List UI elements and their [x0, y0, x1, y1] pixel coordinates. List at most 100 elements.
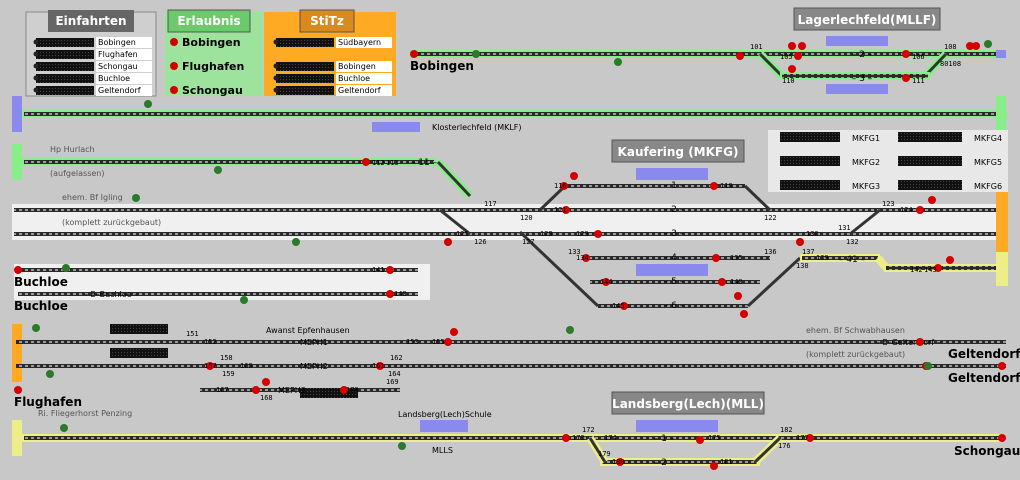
place-bobingen: Bobingen — [410, 59, 474, 73]
station-landsberg-title: Landsberg(Lech)(MLL) — [612, 397, 764, 411]
label-meph2[interactable]: MEPH2 — [300, 362, 328, 371]
label-168: 168 — [260, 394, 273, 402]
mkfg1[interactable]: MKFG1 — [852, 134, 880, 143]
place-schwabhausen: ehem. Bf Schwabhausen — [806, 326, 905, 335]
panel-stitz-title: StiTz — [310, 14, 344, 28]
erlaubnis-lamp-icon — [170, 38, 178, 46]
mkfg6[interactable]: MKFG6 — [974, 182, 1002, 191]
number-labels: 116 118 117 120 121 122 123 124 125 126 … — [186, 182, 937, 466]
label-139: 139 — [816, 254, 829, 262]
label-153: 153 — [406, 338, 419, 346]
track-klosterlechfeld[interactable]: Klosterlechfeld (MKLF) — [12, 96, 1007, 132]
label-176: 176 — [778, 442, 791, 450]
label-122: 122 — [764, 214, 777, 222]
track-epfenhausen[interactable]: Awanst Epfenhausen MEPH1 MEPH2 MEPH3 ehe… — [12, 324, 1020, 418]
label-159: 159 — [222, 370, 235, 378]
erlaubnis-bobingen[interactable]: Bobingen — [182, 36, 241, 49]
einfahrt-geltendorf[interactable]: Geltendorf — [98, 86, 141, 95]
place-aufgelassen: (aufgelassen) — [50, 169, 104, 178]
stitz-bobingen[interactable]: Bobingen — [338, 62, 376, 71]
label-157: 157 — [204, 362, 217, 370]
label-meph1[interactable]: MEPH1 — [300, 338, 328, 347]
stitz-buchloe[interactable]: Buchloe — [338, 74, 370, 83]
place-buchloe-1: Buchloe — [14, 275, 68, 289]
label-101: 101 — [750, 43, 763, 51]
track-k3: – 3 – — [664, 229, 685, 239]
track-41[interactable]: – 41 – — [800, 252, 1008, 286]
track-schongau[interactable]: Schongau — [12, 420, 1020, 466]
label-169: 169 — [386, 378, 399, 386]
label-135: 135 — [730, 254, 743, 262]
mkfg5[interactable]: MKFG5 — [974, 158, 1002, 167]
track-hurlach[interactable]: Hp Hurlach (aufgelassen) – 11 – 112 113 — [12, 144, 473, 199]
track-lf-3: – 3 – — [852, 74, 873, 84]
label-134: 134 — [576, 254, 589, 262]
label-173: 173 — [572, 434, 585, 442]
panel-erlaubnis-title: Erlaubnis — [177, 14, 240, 28]
einfahrt-buchloe[interactable]: Buchloe — [98, 74, 130, 83]
label-180: 180 — [612, 458, 625, 466]
place-geltendorf-1: Geltendorf — [948, 347, 1020, 361]
track-k2: – 2 – — [664, 205, 685, 215]
label-106: 106 — [912, 53, 925, 61]
label-112: 112 — [372, 159, 385, 167]
label-121: 121 — [554, 206, 567, 214]
label-128: 128 — [540, 230, 553, 238]
erlaubnis-schongau[interactable]: Schongau — [182, 84, 243, 97]
label-123: 123 — [882, 200, 895, 208]
panel-stitz: StiTz Südbayern Bobingen Buchloe Geltend… — [264, 9, 396, 96]
label-138: 138 — [796, 262, 809, 270]
place-awanst: Awanst Epfenhausen — [266, 326, 350, 335]
track-k6: – 6 – — [664, 301, 685, 311]
panel-mkfg: MKFG1 MKFG2 MKFG3 MKFG4 MKFG5 MKFG6 — [768, 130, 1008, 192]
place-klosterlechfeld: Klosterlechfeld (MKLF) — [432, 123, 522, 132]
label-161: 161 — [372, 362, 385, 370]
track-igling[interactable]: ehem. Bf Igling (komplett zurückgebaut) — [12, 184, 1008, 308]
place-mlls: MLLS — [432, 446, 453, 455]
erlaubnis-lamp-icon — [170, 62, 178, 70]
track-buchloe[interactable]: Buchloe Buchloe – E–Buchloe – — [14, 264, 430, 313]
label-meph3[interactable]: MEPH3 — [278, 386, 306, 395]
label-140: 140 — [730, 278, 743, 286]
label-105: 105 — [780, 53, 793, 61]
einfahrt-schongau[interactable]: Schongau — [98, 62, 138, 71]
station-landsberg: Landsberg(Lech)(MLL) Landsberg(Lech)Schu… — [398, 391, 765, 455]
track-k41: – 41 – — [839, 255, 866, 265]
label-118: 118 — [720, 182, 733, 190]
place-e-buchloe: – E–Buchloe – — [84, 290, 138, 299]
label-152: 152 — [204, 338, 217, 346]
label-145: 145 — [612, 302, 625, 310]
label-113: 113 — [386, 159, 399, 167]
bobingen-signal-icon[interactable] — [410, 50, 418, 58]
label-130: 130 — [806, 230, 819, 238]
stitz-geltendorf[interactable]: Geltendorf — [338, 86, 381, 95]
place-buchloe-2: Buchloe — [14, 299, 68, 313]
track-k1: – 1 – — [664, 181, 685, 191]
mkfg2[interactable]: MKFG2 — [852, 158, 880, 167]
place-hp-hurlach: Hp Hurlach — [50, 145, 95, 154]
stitz-suedbayern[interactable]: Südbayern — [338, 38, 381, 47]
label-120: 120 — [520, 214, 533, 222]
track-11: – 11 – — [411, 158, 438, 168]
track-bobingen[interactable]: Bobingen — [410, 50, 1006, 80]
label-108: 108 — [944, 43, 957, 51]
signal-cluster-lf[interactable] — [736, 40, 992, 82]
label-167: 167 — [216, 386, 229, 394]
mkfg3[interactable]: MKFG3 — [852, 182, 880, 191]
place-flughafen: Flughafen — [14, 395, 82, 409]
label-164: 164 — [388, 370, 401, 378]
label-144: 144 — [600, 278, 613, 286]
label-143: 143 — [924, 266, 937, 274]
place-schule: Landsberg(Lech)Schule — [398, 410, 492, 419]
erlaubnis-flughafen[interactable]: Flughafen — [182, 60, 244, 73]
mkfg4[interactable]: MKFG4 — [974, 134, 1002, 143]
einfahrt-flughafen[interactable]: Flughafen — [98, 50, 138, 59]
place-penzing: Ri. Fliegerhorst Penzing — [38, 409, 132, 418]
label-131: 131 — [838, 224, 851, 232]
panel-einfahrten-title: Einfahrten — [55, 14, 126, 28]
label-124: 124 — [900, 206, 913, 214]
station-lagerlechfeld: Lagerlechfeld(MLLF) — [793, 7, 941, 94]
label-182: 182 — [780, 426, 793, 434]
signal-dots[interactable] — [32, 50, 954, 470]
einfahrt-bobingen[interactable]: Bobingen — [98, 38, 136, 47]
